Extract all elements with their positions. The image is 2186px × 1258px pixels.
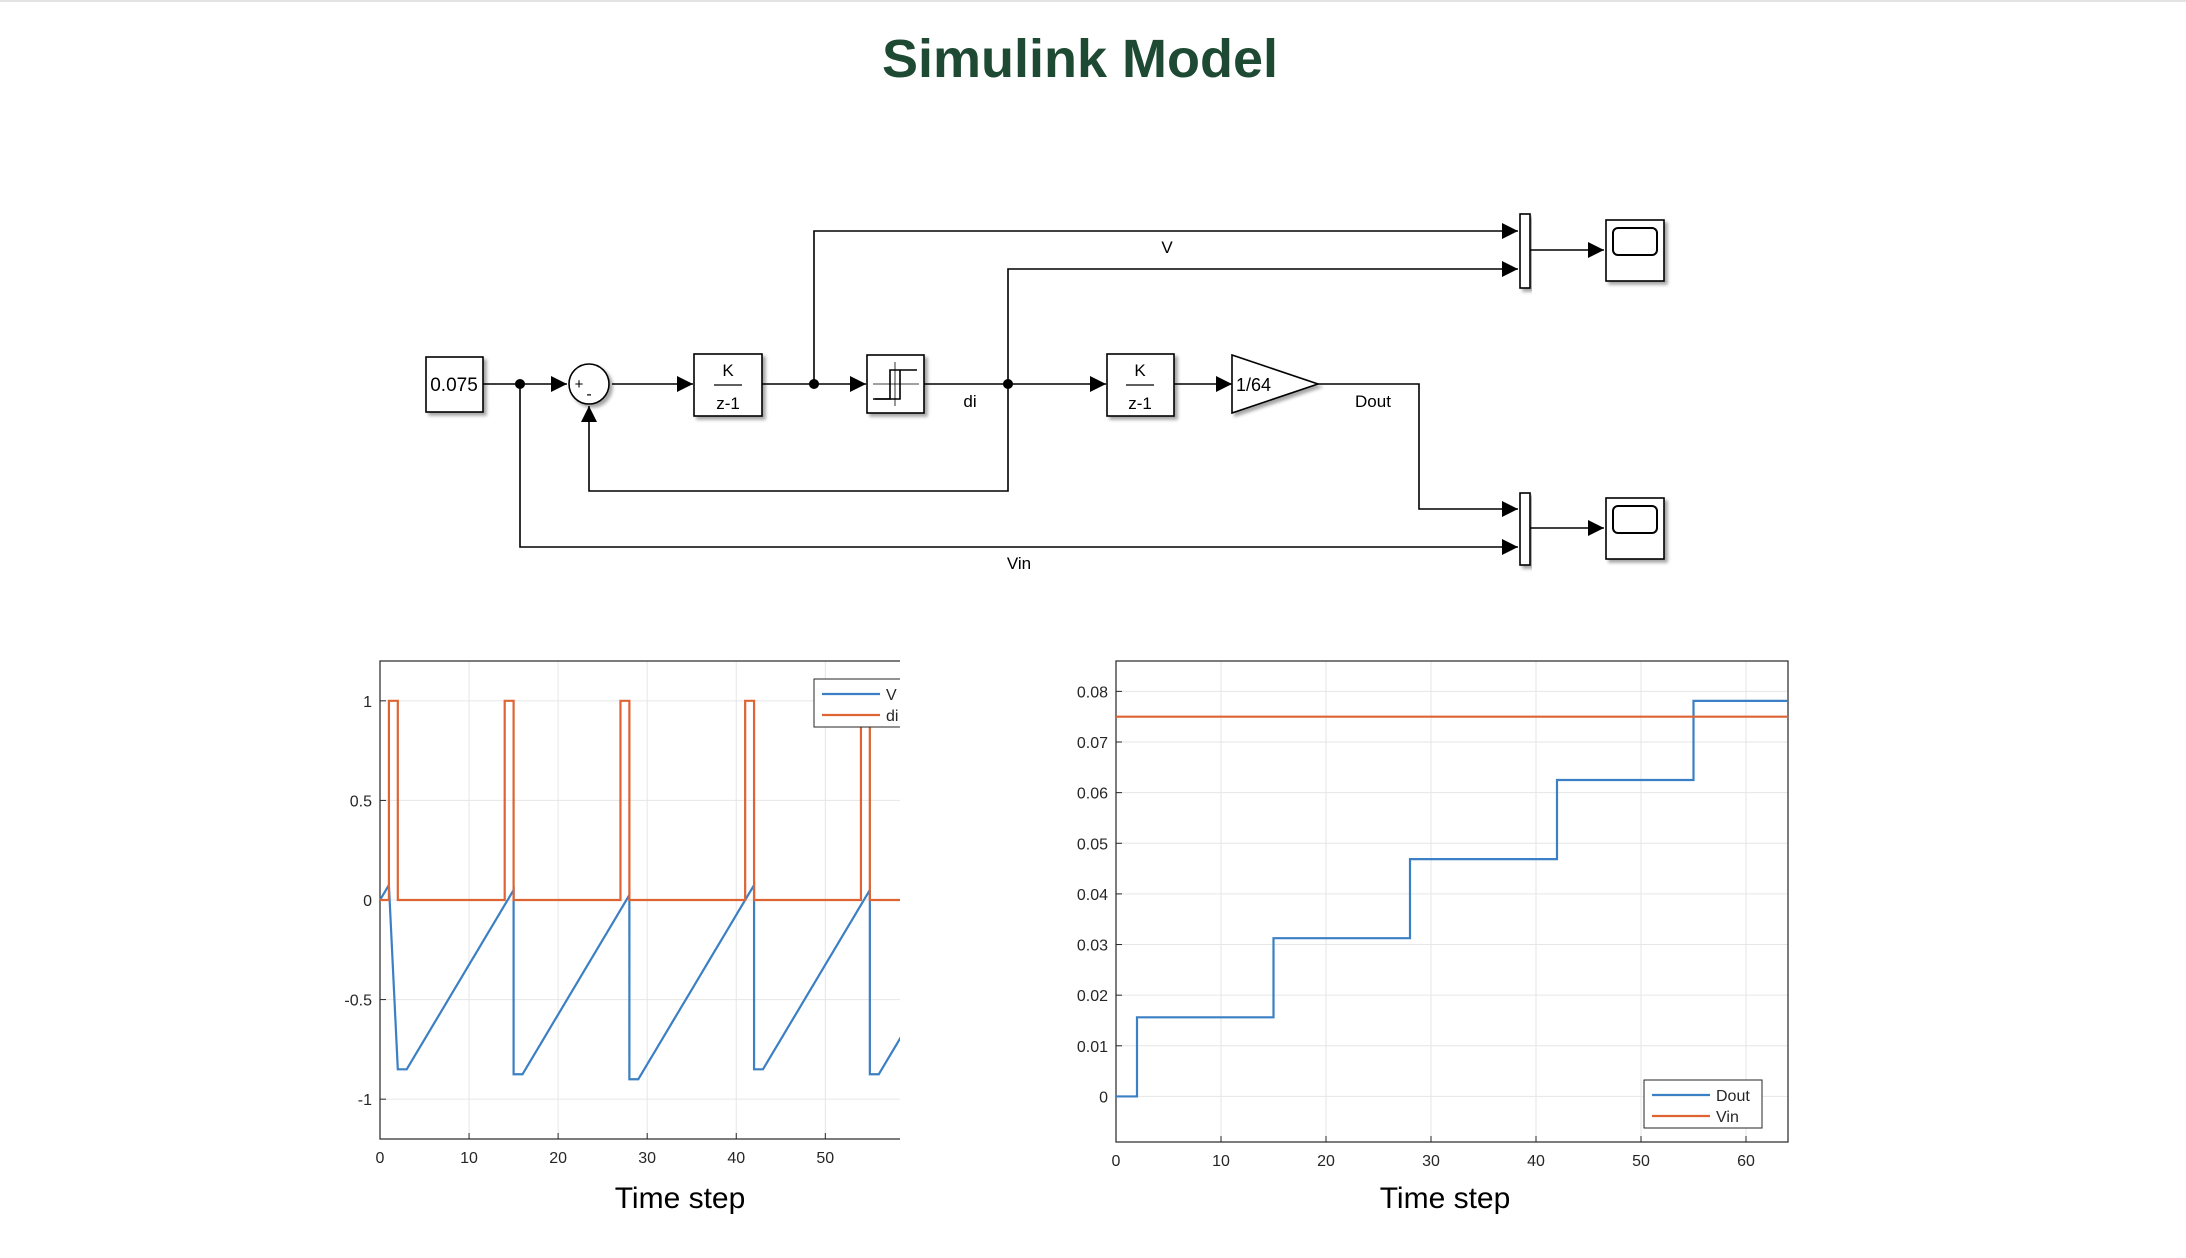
y-tick-label: 0.04	[1077, 887, 1108, 904]
x-tick-label: 60	[1737, 1153, 1755, 1170]
series-line-di	[380, 699, 900, 902]
mux-block-2[interactable]	[1519, 492, 1531, 566]
series-line-v	[379, 881, 900, 1081]
branch-dot-v	[809, 379, 819, 389]
sum-minus-sign: -	[586, 386, 591, 403]
x-tick-label: 30	[638, 1150, 656, 1167]
x-tick-label: 50	[1632, 1153, 1650, 1170]
y-tick-label: 0.06	[1077, 786, 1108, 803]
top-rule	[0, 0, 2186, 2]
integrator2-numerator: K	[1134, 361, 1146, 380]
scope-block-1[interactable]	[1605, 219, 1665, 282]
signal-label-dout: Dout	[1355, 392, 1391, 411]
branch-dot-const	[515, 379, 525, 389]
x-tick-label: 30	[1422, 1153, 1440, 1170]
legend-box	[1643, 1079, 1763, 1129]
y-tick-label: -1	[358, 1092, 372, 1109]
line-di-branch	[1007, 261, 1518, 384]
scope-screen-icon	[1612, 505, 1658, 534]
page-title: Simulink Model	[881, 29, 1279, 89]
x-tick-label: 10	[1212, 1153, 1230, 1170]
x-tick-label: 50	[816, 1150, 834, 1167]
x-tick-label: 20	[549, 1150, 567, 1167]
y-tick-label: 0	[1099, 1089, 1108, 1106]
branch-dot-di	[1003, 379, 1013, 389]
gain-block[interactable]: 1/64	[1231, 353, 1321, 415]
signal-label-v: V	[1161, 238, 1173, 257]
discrete-integrator-2[interactable]: K z-1	[1106, 353, 1175, 417]
constant-value: 0.075	[430, 375, 478, 396]
relay-block[interactable]	[866, 354, 925, 414]
y-tick-label: 0.5	[350, 793, 372, 810]
y-tick-label: 1	[363, 694, 372, 711]
series-line-dout	[1116, 699, 1788, 1098]
plot-right-xlabel: Time step	[1379, 1182, 1511, 1215]
y-tick-label: 0.05	[1077, 836, 1108, 853]
y-tick-label: 0.07	[1077, 735, 1108, 752]
signal-label-di: di	[963, 392, 976, 411]
constant-block[interactable]: 0.075	[425, 356, 484, 413]
plot-left-xlabel: Time step	[614, 1182, 746, 1215]
x-tick-label: 20	[1317, 1153, 1335, 1170]
mux-block-1[interactable]	[1519, 213, 1531, 289]
scope-screen-icon	[1612, 227, 1658, 256]
x-tick-label: 40	[727, 1150, 745, 1167]
plot-dout-vin: 0 10 20 30 40 50 60 0 0.01 0.02 0.03 0.04 0.05 0.06 0.…	[1077, 660, 1789, 1170]
y-tick-label: 0	[363, 893, 372, 910]
sum-plus-sign: +	[575, 376, 584, 393]
integrator1-numerator: K	[722, 361, 734, 380]
signal-label-vin: Vin	[1007, 554, 1031, 573]
scope-block-2[interactable]	[1605, 497, 1665, 560]
legend-label-vin: Vin	[1716, 1109, 1739, 1126]
x-tick-label: 0	[1112, 1153, 1121, 1170]
legend-label-dout: Dout	[1716, 1088, 1750, 1105]
plot-area	[1116, 661, 1788, 1142]
simulink-diagram: 0.075 + - K z-1 K z-1 1/64	[425, 213, 1665, 573]
y-tick-label: 0.03	[1077, 938, 1108, 955]
integrator1-denominator: z-1	[716, 394, 740, 413]
x-tick-label: 40	[1527, 1153, 1545, 1170]
gain-value: 1/64	[1236, 375, 1271, 395]
discrete-integrator-1[interactable]: K z-1	[693, 353, 763, 417]
relay-hysteresis-icon	[873, 362, 919, 406]
legend-box	[813, 678, 900, 728]
y-tick-label: -0.5	[344, 993, 372, 1010]
line-v-branch	[813, 223, 1518, 384]
integrator2-denominator: z-1	[1128, 394, 1152, 413]
legend-label-v: V	[886, 687, 897, 704]
y-tick-label: 0.01	[1077, 1039, 1108, 1056]
x-tick-label: 10	[460, 1150, 478, 1167]
axes-frame	[1115, 660, 1789, 1143]
y-tick-label: 0.08	[1077, 684, 1108, 701]
y-tick-label: 0.02	[1077, 988, 1108, 1005]
sum-block[interactable]: + -	[568, 363, 610, 405]
line-dout	[1318, 383, 1518, 517]
signal-lines	[483, 223, 1604, 555]
line-feedback	[581, 384, 1009, 492]
x-tick-label: 0	[376, 1150, 385, 1167]
legend-label-di: di	[886, 708, 898, 725]
branch-points	[515, 379, 1013, 389]
line-vin	[519, 384, 1518, 555]
